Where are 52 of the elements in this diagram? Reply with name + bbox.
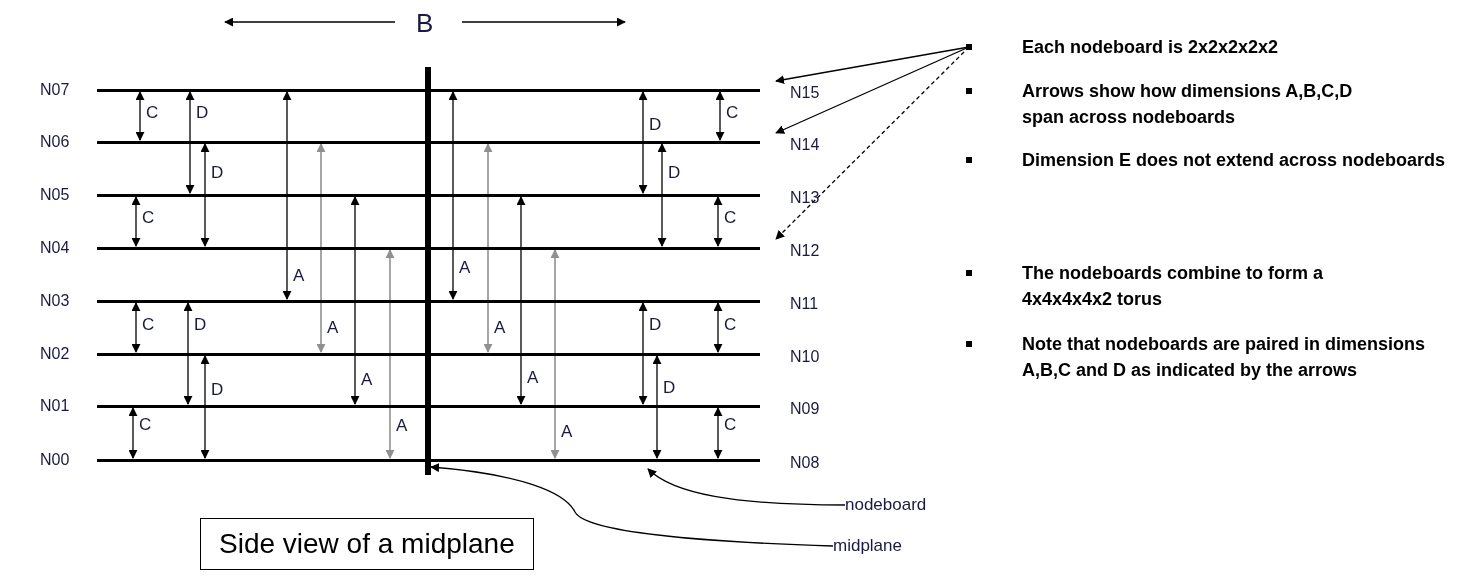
nodeboard-label: N13 [790, 189, 820, 207]
dimension-label: B [416, 8, 434, 38]
double-arrow [657, 143, 667, 247]
double-arrow [385, 249, 395, 459]
double-arrow [350, 196, 360, 405]
double-arrow [183, 302, 193, 405]
double-arrow [550, 249, 560, 459]
double-arrow [713, 196, 723, 247]
nodeboard-label: N10 [790, 348, 820, 366]
leader-line [430, 463, 834, 547]
double-arrow [131, 302, 141, 353]
double-arrow [200, 143, 210, 247]
bullet-text: Dimension E does not extend across nodeboards [1022, 149, 1447, 172]
double-arrow [713, 407, 723, 459]
nodeboard-label: N08 [790, 454, 820, 472]
double-arrow [652, 355, 662, 459]
double-arrow [316, 143, 326, 353]
double-arrow [131, 196, 141, 247]
double-arrow [483, 143, 493, 353]
double-arrow [448, 91, 458, 300]
callout-label: midplane [833, 535, 902, 557]
double-arrow [715, 91, 725, 141]
nodeboard-label: N11 [790, 295, 819, 313]
leader-line [647, 468, 846, 506]
nodeboard-label: N15 [790, 84, 820, 102]
double-arrow [713, 302, 723, 353]
nodeboard-label: N04 [40, 239, 70, 257]
nodeboard-label: N06 [40, 133, 70, 151]
bullet-text: Arrows show how dimensions A,B,C,D span across nodeboards [1022, 80, 1354, 129]
bullet-text: Note that nodeboards are paired in dimensions A,B,C and D as indicated by the arrows [1022, 333, 1427, 382]
nodeboard-label: N12 [790, 242, 820, 260]
double-arrow [638, 91, 648, 194]
callout-label: nodeboard [845, 494, 927, 516]
nodeboard-label: N05 [40, 186, 70, 204]
midplane-bar [425, 67, 431, 475]
nodeboard-label: N07 [40, 81, 70, 99]
double-arrow [200, 355, 210, 459]
double-arrow [185, 91, 195, 194]
nodeboard-label: N00 [40, 451, 70, 469]
nodeboard-label: N14 [790, 136, 820, 154]
double-arrow [282, 91, 292, 300]
bullet-text: Each nodeboard is 2x2x2x2x2 [1022, 36, 1280, 59]
caption: Side view of a midplane [200, 518, 534, 570]
double-arrow [128, 407, 138, 459]
nodeboard-label: N03 [40, 292, 70, 310]
nodeboard-label: N02 [40, 345, 70, 363]
bullet-text: The nodeboards combine to form a 4x4x4x4x2 torus [1022, 262, 1325, 311]
double-arrow [135, 91, 145, 141]
double-arrow [638, 302, 648, 405]
nodeboard-label: N01 [40, 397, 70, 415]
nodeboard-label: N09 [790, 400, 820, 418]
double-arrow [516, 196, 526, 405]
